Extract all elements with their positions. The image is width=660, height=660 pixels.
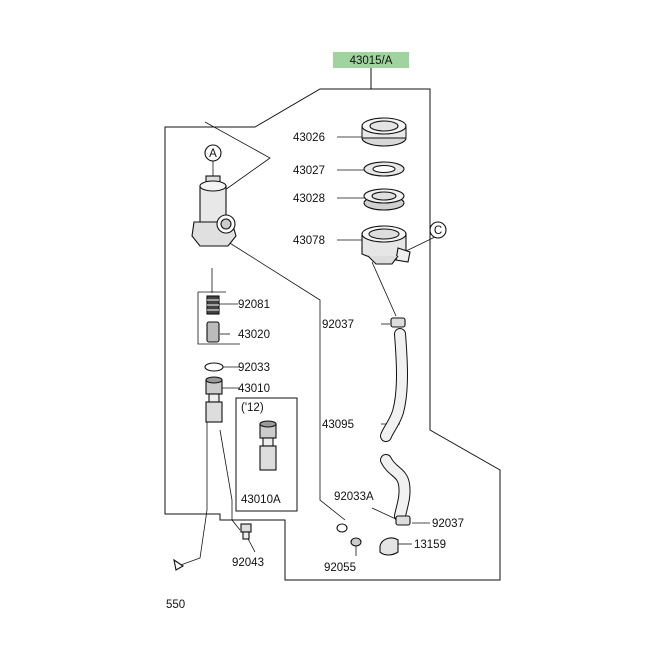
label-43026: 43026 [293,132,325,144]
callout-a[interactable] [204,144,222,162]
hose-clamp-upper[interactable] [390,317,406,328]
hose-fitting[interactable] [379,537,399,556]
master-cylinder-body[interactable] [191,175,237,247]
bolt-92043[interactable] [240,523,252,540]
label-92043: 92043 [232,557,264,569]
label-92037-lower: 92037 [432,518,464,530]
spring[interactable] [206,295,220,315]
label-92033a: 92033A [334,491,374,503]
label-13159: 13159 [414,539,446,551]
push-rod-variant[interactable] [259,420,277,471]
label-43010a: 43010A [241,494,281,506]
piston[interactable] [206,321,220,343]
washer-92055[interactable] [350,537,362,547]
label-92037-upper: 92037 [322,319,354,331]
assembly-number: 43015/A [350,55,393,67]
push-rod[interactable] [205,376,223,423]
label-43020: 43020 [238,329,270,341]
label-43095: 43095 [322,419,354,431]
label-43028: 43028 [293,193,325,205]
assembly-badge[interactable] [333,52,409,68]
circlip-92033[interactable] [204,362,224,372]
label-43078: 43078 [293,235,325,247]
reservoir[interactable] [361,225,411,265]
label-year-12: ('12) [241,402,264,414]
label-43027: 43027 [293,165,325,177]
diaphragm[interactable] [363,188,405,211]
label-92055: 92055 [324,562,356,574]
variant-12-box [235,397,298,512]
label-92033: 92033 [238,362,270,374]
diaphragm-plate[interactable] [363,161,405,177]
label-92081: 92081 [238,299,270,311]
callout-c[interactable] [429,221,447,239]
label-43010: 43010 [238,383,270,395]
callout-c-text: C [434,225,442,237]
hose-clamp-lower[interactable] [395,515,411,526]
o-ring-92033a[interactable] [336,523,348,533]
leader-lines [177,136,438,567]
reservoir-cap[interactable] [361,117,407,147]
cotter-pin[interactable] [173,558,185,571]
callout-a-text: A [209,148,217,160]
label-550: 550 [166,599,185,611]
assembly-boundary [164,68,501,581]
